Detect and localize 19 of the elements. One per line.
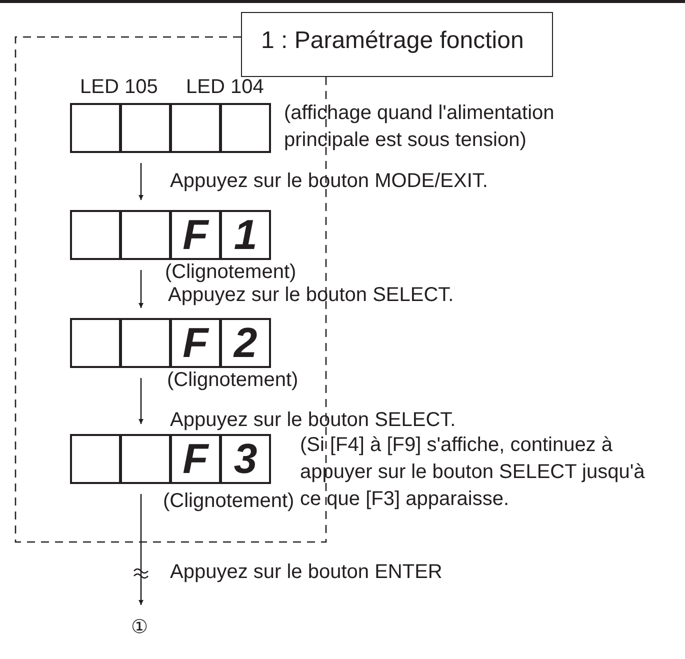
edge-label: Appuyez sur le bouton SELECT. (170, 408, 456, 433)
note-text: (Clignotement) (165, 260, 296, 285)
segment-digit: 2 (234, 322, 258, 364)
title-box: 1 : Paramétrage fonction (241, 12, 553, 77)
segment-digit: F (182, 438, 208, 480)
segment-digit: F (182, 322, 208, 364)
edge-label: Appuyez sur le bouton SELECT. (168, 283, 454, 308)
led-label: LED 104 (186, 75, 264, 100)
note-text: (Clignotement) (163, 489, 294, 514)
note-text: (affichage quand l'alimentation principale est sous tension) (284, 101, 556, 153)
segment-digit: F (182, 214, 208, 256)
edge-label: Appuyez sur le bouton ENTER (170, 560, 442, 585)
note-text: (Si [F4] à [F9] s'affiche, continuez à appuyer sur le bouton SELECT jusqu'à ce que [F3] apparaisse. (300, 433, 645, 512)
step-number: ① (131, 615, 148, 639)
led-label: LED 105 (80, 75, 158, 100)
note-text: (Clignotement) (167, 368, 298, 393)
segment-digit: 3 (234, 438, 258, 480)
edge-label: Appuyez sur le bouton MODE/EXIT. (170, 169, 488, 194)
segment-digit: 1 (234, 214, 258, 256)
